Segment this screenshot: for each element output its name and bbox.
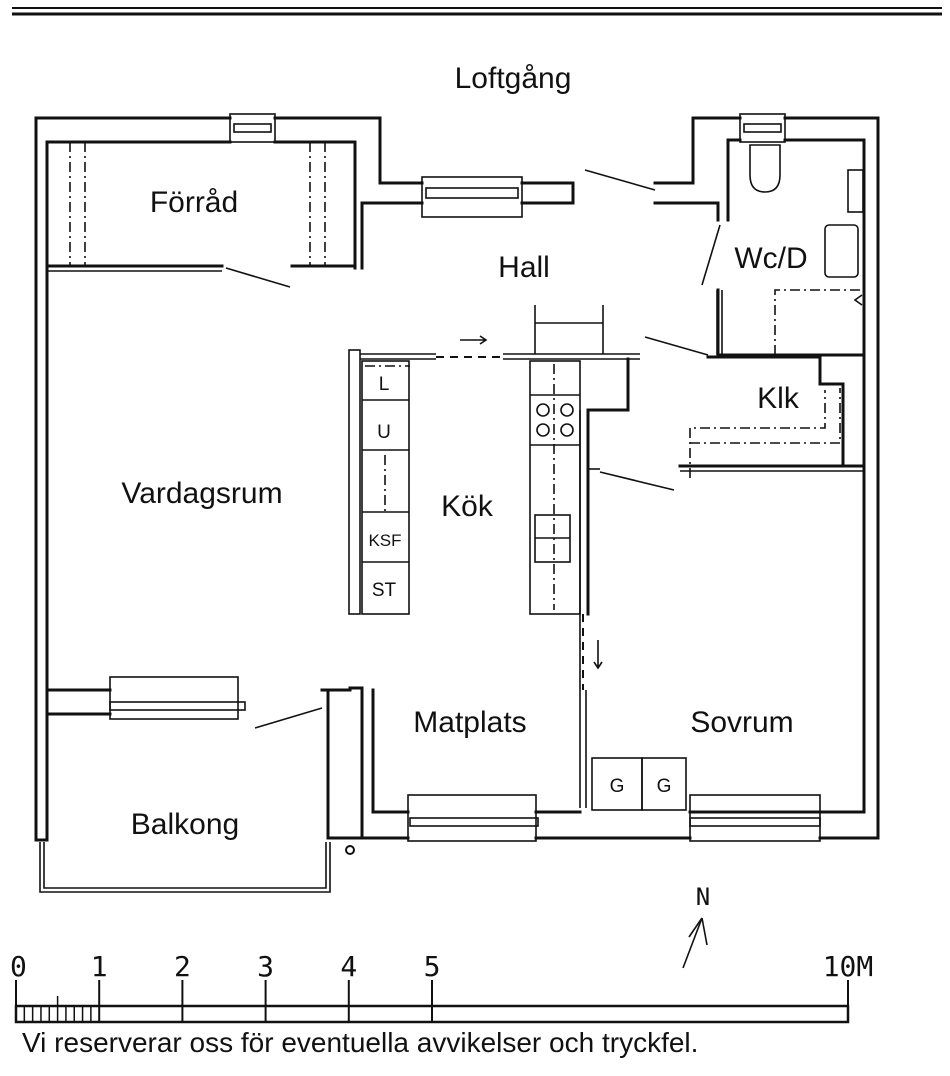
scale-tick-label: 1 [91,950,108,983]
sink-icon [824,224,859,278]
room-label-balkong: Balkong [131,808,239,841]
room-labels: Förråd Hall Wc/D Klk Vardagsrum Kök Matp… [121,186,807,841]
scale-tick-label: 0 [10,950,27,983]
scale-tick-label: 2 [174,950,191,983]
balcony-railing [39,842,355,893]
windows [109,113,821,842]
interior-walls [45,264,866,808]
exterior-walls [34,116,880,842]
wardrobe-label: G [610,776,625,797]
kitchen-right-counter [529,360,581,615]
scale-tick-label: 10M [823,950,874,983]
room-label-matplats: Matplats [413,706,526,739]
doors [225,169,721,729]
bathroom-fixtures [749,144,864,306]
fixture-label: ST [372,580,397,601]
toilet-icon [749,144,781,193]
scale-tick-label: 4 [340,950,357,983]
kitchen-left-cabinets: L U KSF ST [361,360,410,615]
sink-icon [534,514,571,563]
room-label-vardagsrum: Vardagsrum [121,477,282,510]
scale-tick-label: 3 [257,950,274,983]
fixture-label: L [379,374,390,395]
disclaimer-text: Vi reserverar oss för eventuella avvikel… [22,1027,699,1058]
room-label-hall: Hall [498,251,550,284]
scale-tick-label: 5 [424,950,441,983]
compass-label: N [696,883,710,911]
scale-bar: 0 1 2 3 4 5 10M [10,950,874,1024]
wardrobes: G G [591,757,687,811]
room-label-wc: Wc/D [734,242,807,275]
fixture-label: U [377,422,391,443]
north-arrow-icon: N [682,883,710,969]
room-label-klk: Klk [757,382,800,415]
overhead-lines [69,142,864,610]
fixture-label: KSF [368,531,401,550]
wardrobe-label: G [657,776,672,797]
room-label-forrad: Förråd [150,186,238,219]
corridor-label: Loftgång [455,62,572,95]
room-label-sovrum: Sovrum [690,706,793,739]
room-label-kok: Kök [441,490,494,523]
stove-icon [536,403,574,437]
